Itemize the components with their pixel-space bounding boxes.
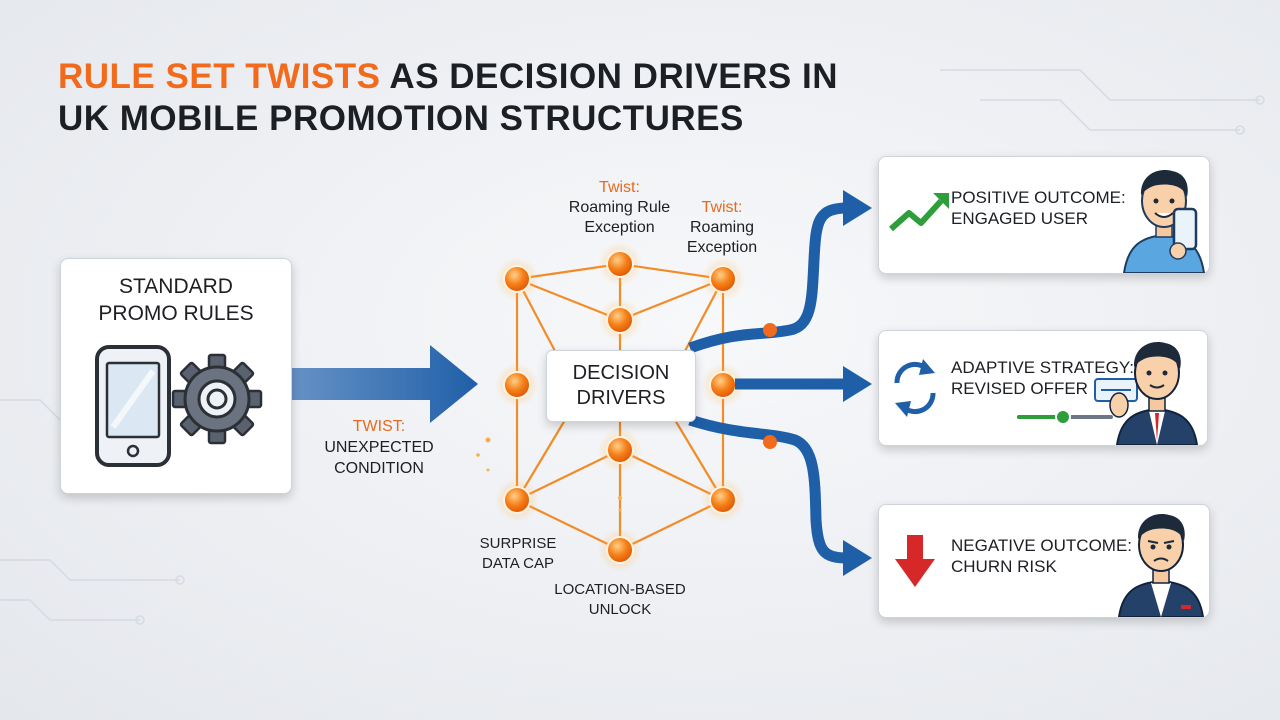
sparkles — [476, 437, 622, 512]
twist-unexpected-condition: TWIST: UNEXPECTED CONDITION — [314, 416, 444, 479]
positive-line2: ENGAGED USER — [951, 209, 1088, 228]
positive-card-graphics — [889, 170, 1206, 273]
location-line2: UNLOCK — [588, 601, 652, 618]
twist-roaming-rule-exception: Twist: Roaming Rule Exception — [552, 178, 687, 238]
twist-roaming-line2: Exception — [686, 239, 758, 256]
surprise-data-cap-label: SURPRISE DATA CAP — [462, 534, 574, 574]
negative-card-graphics — [895, 514, 1205, 617]
node — [495, 363, 539, 407]
negative-outcome-card: NEGATIVE OUTCOME: CHURN RISK — [878, 504, 1210, 618]
avatar — [1109, 342, 1199, 445]
adaptive-strategy-card: ADAPTIVE STRATEGY: REVISED OFFER — [878, 330, 1208, 446]
page-title: RULE SET TWISTS AS DECISION DRIVERS IN U… — [58, 56, 878, 140]
node — [598, 298, 642, 342]
standard-promo-label: STANDARD PROMO RULES — [61, 273, 291, 327]
title-line2: UK MOBILE PROMOTION STRUCTURES — [58, 99, 744, 138]
twist-unexpected-line2: CONDITION — [334, 460, 424, 477]
arrow-heads — [843, 190, 872, 576]
adaptive-line2: REVISED OFFER — [951, 379, 1088, 398]
branch-dot — [763, 435, 777, 449]
input-arrow — [292, 345, 478, 423]
decision-drivers-box: DECISION DRIVERS — [546, 350, 696, 422]
network-nodes — [495, 242, 745, 572]
title-rest: AS DECISION DRIVERS IN — [380, 57, 838, 96]
twist-tag: Twist: — [701, 199, 743, 216]
node — [701, 478, 745, 522]
surprise-line2: DATA CAP — [482, 555, 554, 572]
avatar — [1117, 514, 1205, 617]
node — [701, 257, 745, 301]
positive-outcome-label: POSITIVE OUTCOME: ENGAGED USER — [951, 187, 1126, 229]
circuit-decoration — [0, 69, 1265, 625]
adaptive-strategy-label: ADAPTIVE STRATEGY: REVISED OFFER — [951, 357, 1134, 399]
node — [598, 428, 642, 472]
standard-promo-rules-card: STANDARD PROMO RULES — [60, 258, 292, 494]
negative-line1: NEGATIVE OUTCOME: — [951, 536, 1133, 555]
arrow-to-positive — [688, 202, 849, 354]
branch-dot — [763, 323, 777, 337]
standard-line2: PROMO RULES — [98, 302, 254, 325]
node — [701, 363, 745, 407]
twist-roaming-line1: Roaming — [689, 219, 755, 236]
negative-outcome-label: NEGATIVE OUTCOME: CHURN RISK — [951, 535, 1132, 577]
surprise-line1: SURPRISE — [479, 535, 557, 552]
gear-icon — [171, 353, 263, 445]
twist-roaming-rule-line2: Exception — [584, 219, 655, 236]
location-based-unlock-label: LOCATION-BASED UNLOCK — [540, 580, 700, 620]
decision-line1: DECISION — [572, 362, 670, 384]
decision-label: DECISION DRIVERS — [547, 361, 695, 411]
twist-tag: Twist: — [599, 179, 640, 196]
adaptive-card-graphics — [894, 342, 1199, 445]
arrow-down-icon — [895, 535, 935, 587]
negative-line2: CHURN RISK — [951, 557, 1057, 576]
node — [495, 478, 539, 522]
phone-gear-illustration — [95, 345, 263, 467]
adaptive-line1: ADAPTIVE STRATEGY: — [951, 358, 1134, 377]
location-line1: LOCATION-BASED — [554, 581, 686, 598]
twist-roaming-rule-line1: Roaming Rule — [568, 199, 671, 216]
node — [598, 528, 642, 572]
node — [598, 242, 642, 286]
title-accent: RULE SET TWISTS — [58, 57, 381, 96]
smartphone-icon — [95, 345, 171, 467]
twist-roaming-exception: Twist: Roaming Exception — [676, 198, 768, 258]
arrow-to-negative — [688, 414, 849, 564]
twist-tag: TWIST: — [352, 418, 406, 435]
standard-line1: STANDARD — [119, 275, 233, 298]
output-arrows — [688, 202, 849, 564]
trend-up-icon — [889, 193, 949, 232]
node — [495, 257, 539, 301]
positive-line1: POSITIVE OUTCOME: — [951, 188, 1126, 207]
positive-outcome-card: POSITIVE OUTCOME: ENGAGED USER — [878, 156, 1210, 274]
decision-line2: DRIVERS — [576, 387, 666, 409]
avatar — [1122, 170, 1206, 273]
twist-unexpected-line1: UNEXPECTED — [324, 439, 434, 456]
offer-slider — [1017, 378, 1138, 425]
